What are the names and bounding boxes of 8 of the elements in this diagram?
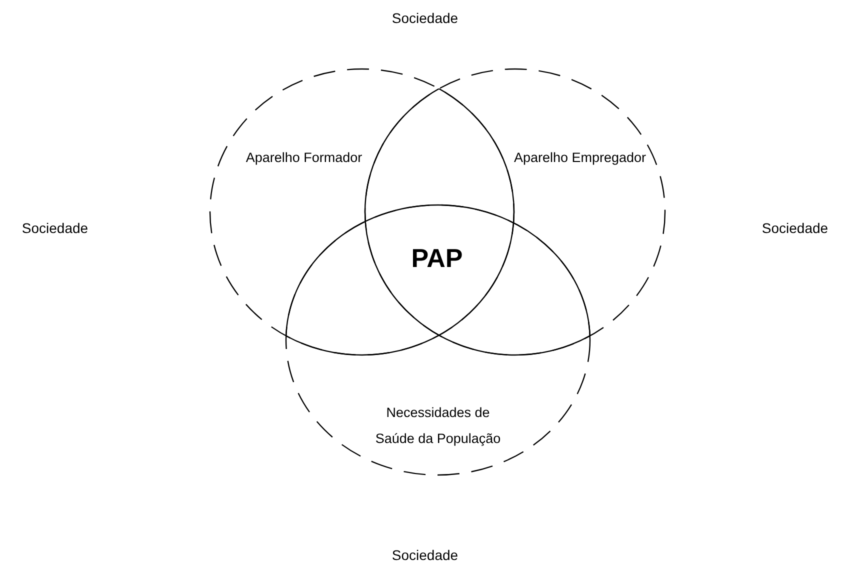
surrounding-label: Sociedade xyxy=(392,547,458,563)
circle-label: Aparelho Empregador xyxy=(512,149,648,167)
center-label: PAP xyxy=(411,242,463,274)
surrounding-label: Sociedade xyxy=(392,10,458,26)
surrounding-label: Sociedade xyxy=(22,220,88,236)
surrounding-label: Sociedade xyxy=(762,220,828,236)
circle-label: Necessidades de Saúde da População xyxy=(374,404,502,448)
circle-label: Aparelho Formador xyxy=(244,149,364,167)
